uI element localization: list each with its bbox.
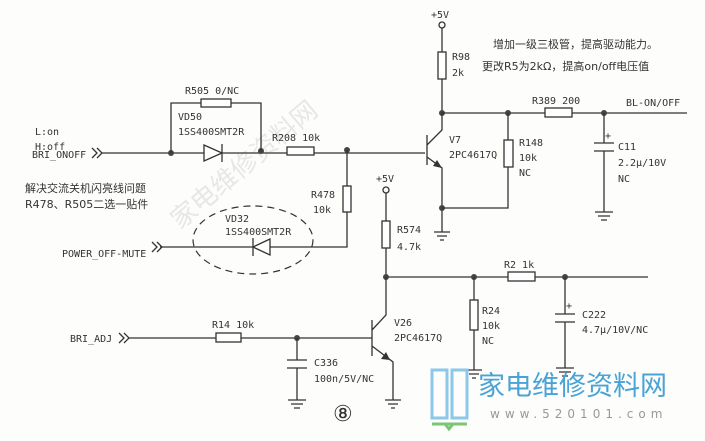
- signal-bl-onoff: BL-ON/OFF: [626, 98, 680, 109]
- signal-bri-adj: BRI_ADJ: [70, 334, 112, 345]
- resistor-r208: [286, 146, 315, 156]
- label-v7-ref: V7: [449, 135, 461, 146]
- watermark-url: www.520101.com: [490, 407, 667, 421]
- diode-vd32: [251, 237, 271, 257]
- label-r24-nc: NC: [482, 336, 494, 347]
- resistor-r14: [215, 332, 242, 343]
- label-v26-part: 2PC4617Q: [394, 333, 442, 344]
- watermark-logo: 家电维修资料网 www.520101.com: [430, 368, 667, 432]
- figure-number: ⑧: [333, 402, 353, 427]
- capacitor-c222: [555, 277, 575, 377]
- note-fix-2: R478、R505二选一贴件: [25, 197, 148, 211]
- label-c336-ref: C336: [314, 358, 338, 369]
- connector-chevron-icon: [91, 147, 103, 159]
- label-r24-val: 10k: [482, 321, 500, 332]
- label-vd50-ref: VD50: [178, 112, 202, 123]
- label-r389: R389 200: [532, 96, 580, 107]
- label-v7-part: 2PC4617Q: [449, 150, 497, 161]
- note-add-1: 增加一级三极管，提高驱动能力。: [493, 37, 658, 51]
- label-r505: R505 0/NC: [185, 86, 239, 97]
- vcc-terminal: [438, 21, 446, 29]
- label-r2: R2 1k: [504, 260, 534, 271]
- book-logo-icon: [430, 368, 469, 420]
- note-fix-1: 解决交流关机闪亮线问题: [25, 181, 146, 195]
- highlight-dashed-ellipse: [192, 205, 314, 275]
- resistor-r24: [469, 299, 479, 331]
- resistor-r574: [381, 220, 391, 249]
- label-r98-val: 2k: [452, 68, 464, 79]
- capacitor-c336: [287, 338, 307, 409]
- c11-plus: +: [605, 131, 611, 142]
- c222-plus: +: [566, 301, 572, 312]
- label-vd50-part: 1SS400SMT2R: [178, 127, 245, 138]
- label-c336-val: 100n/5V/NC: [314, 374, 374, 385]
- resistor-r478: [342, 185, 352, 213]
- transistor-v7: [426, 113, 443, 232]
- label-vd32-part: 1SS400SMT2R: [225, 227, 292, 238]
- label-r148-val: 10k: [519, 153, 537, 164]
- resistor-r98: [437, 51, 447, 80]
- label-r478-val: 10k: [313, 205, 331, 216]
- label-r148-ref: R148: [519, 138, 543, 149]
- label-r574-ref: R574: [397, 225, 421, 236]
- label-c11-nc: NC: [618, 174, 630, 185]
- label-r148-nc: NC: [519, 168, 531, 179]
- label-c11-ref: C11: [618, 142, 636, 153]
- diode-vd50: [203, 143, 224, 163]
- note-l-on: L:on: [35, 127, 59, 138]
- connector-chevron-icon: [151, 241, 163, 253]
- note-h-off: H:off: [35, 142, 65, 153]
- resistor-r2: [507, 271, 536, 282]
- ground-icon: [434, 231, 450, 241]
- transistor-v7-arrow: [433, 160, 442, 168]
- resistor-r389: [544, 107, 573, 118]
- label-r208: R208 10k: [272, 133, 320, 144]
- vcc-terminal: [382, 186, 390, 194]
- label-r14: R14 10k: [212, 320, 254, 331]
- label-r478-ref: R478: [311, 190, 335, 201]
- resistor-r148: [503, 139, 514, 168]
- label-c11-val: 2.2μ/10V: [618, 158, 666, 169]
- signal-bri-onoff: BRI_ONOFF: [32, 150, 86, 161]
- watermark-logo-text: 家电维修资料网: [478, 371, 667, 402]
- wire-r478: [160, 150, 348, 248]
- note-add-2: 更改R5为2kΩ，提高on/off电压值: [482, 59, 649, 73]
- transistor-v26-arrow: [381, 352, 390, 360]
- label-v26-ref: V26: [394, 318, 412, 329]
- label-r98-ref: R98: [452, 52, 470, 63]
- connector-chevron-icon: [118, 332, 130, 344]
- label-r24-ref: R24: [482, 306, 500, 317]
- book-logo-base-icon: [432, 422, 467, 432]
- label-c222-ref: C222: [582, 310, 606, 321]
- transistor-v26: [371, 277, 401, 409]
- label-vcc-1: +5V: [431, 10, 449, 21]
- label-c222-val: 4.7μ/10V/NC: [582, 325, 648, 336]
- label-r574-val: 4.7k: [397, 242, 421, 253]
- resistor-r505: [200, 98, 232, 108]
- label-vd32-ref: VD32: [225, 214, 249, 225]
- capacitor-c11: [594, 113, 614, 221]
- label-vcc-2: +5V: [376, 174, 394, 185]
- signal-power-off-mute: POWER_OFF-MUTE: [62, 249, 146, 260]
